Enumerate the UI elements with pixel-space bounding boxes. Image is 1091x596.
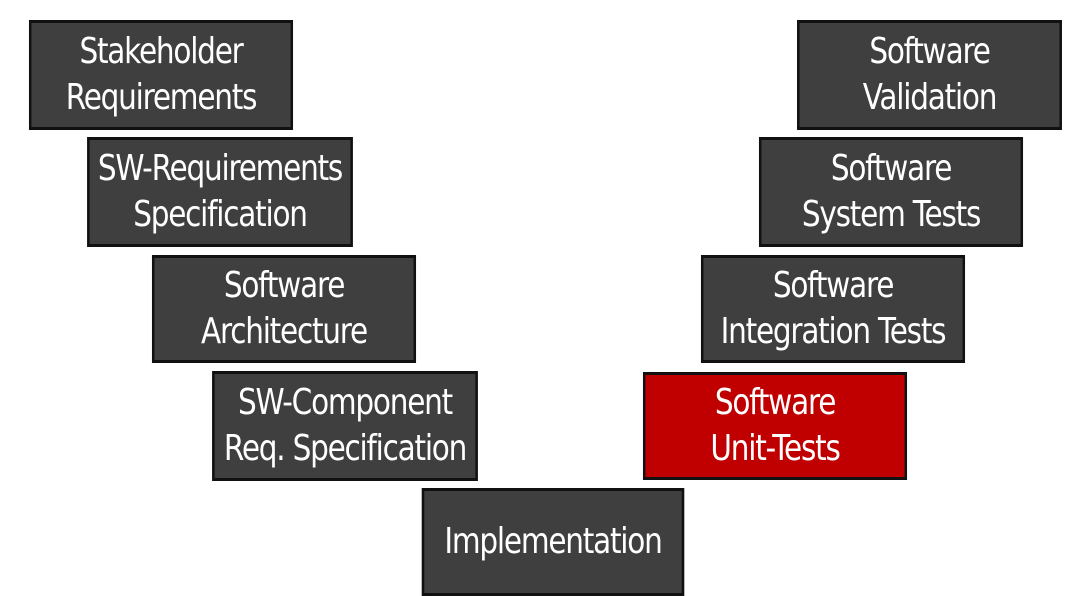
box-label-line: Stakeholder [79, 31, 243, 72]
box-label-line: Integration Tests [720, 311, 947, 352]
box-label-line: Software [223, 265, 346, 306]
box-label-line: Software [772, 265, 895, 306]
box-label-line: System Tests [801, 194, 981, 235]
software-integration-tests-box: Software Integration Tests [700, 255, 966, 363]
box-label-line: Software [830, 148, 953, 189]
box-label-line: Specification [133, 194, 308, 235]
box-label-line: Requirements [65, 77, 258, 118]
box-label-line: Software [714, 382, 837, 423]
implementation-box: Implementation [421, 488, 685, 596]
stakeholder-requirements-box: Stakeholder Requirements [28, 20, 294, 130]
box-label-line: Software [869, 31, 991, 72]
software-architecture-box: Software Architecture [151, 255, 417, 363]
box-label-line: SW-Component [237, 382, 453, 423]
sw-component-req-specification-box: SW-Component Req. Specification [212, 371, 478, 481]
box-label-line: Unit-Tests [710, 428, 840, 469]
box-label-line: Req. Specification [223, 428, 467, 469]
box-label-line: Validation [862, 77, 998, 118]
software-system-tests-box: Software System Tests [758, 137, 1024, 247]
box-label-line: Architecture [201, 311, 368, 352]
box-label-line: SW-Requirements [97, 148, 343, 189]
sw-requirements-specification-box: SW-Requirements Specification [87, 137, 353, 247]
software-validation-box: Software Validation [797, 20, 1062, 130]
software-unit-tests-box: Software Unit-Tests [642, 372, 908, 480]
box-label-line: Implementation [444, 521, 662, 562]
